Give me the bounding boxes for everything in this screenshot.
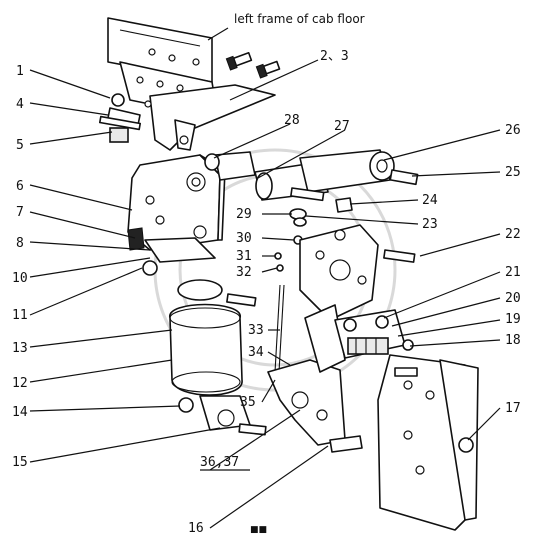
leader-lines — [29, 27, 501, 529]
callout-12: 12 — [12, 376, 28, 391]
callout-22: 22 — [505, 227, 521, 242]
callout-15: 15 — [12, 455, 28, 470]
callout-1: 1 — [16, 64, 24, 79]
callout-21: 21 — [505, 265, 521, 280]
callout-23: 23 — [422, 217, 438, 232]
cab-floor-frame-caption: left frame of cab floor — [234, 12, 365, 26]
lower-frame-bracket — [329, 354, 479, 531]
bracket-bolts — [225, 51, 281, 79]
leveling-valve — [334, 309, 414, 359]
callout-14: 14 — [12, 405, 28, 420]
callout-34: 34 — [248, 345, 264, 360]
callout-24: 24 — [422, 193, 438, 208]
upper-support-bracket — [127, 154, 226, 263]
callout-30: 30 — [236, 231, 252, 246]
callout-33: 33 — [248, 323, 264, 338]
callout-10: 10 — [12, 271, 28, 286]
cab-floor-frame-bracket — [107, 17, 276, 151]
left-small-fasteners — [98, 93, 152, 143]
callout-16: 16 — [188, 521, 204, 536]
lower-linkage — [267, 284, 346, 446]
callout-17: 17 — [505, 401, 521, 416]
air-spring — [142, 260, 267, 436]
callout-35: 35 — [240, 395, 256, 410]
small-nuts-washers — [274, 197, 353, 272]
upper-shock-absorber — [204, 149, 419, 202]
callout-29: 29 — [236, 207, 252, 222]
callout-28: 28 — [284, 113, 300, 128]
callout-36-37: 36,37 — [200, 455, 239, 470]
callout-13: 13 — [12, 341, 28, 356]
callout-20: 20 — [505, 291, 521, 306]
callout-6: 6 — [16, 179, 24, 194]
callout-8: 8 — [16, 236, 24, 251]
callout-7: 7 — [16, 205, 24, 220]
callout-32: 32 — [236, 265, 252, 280]
callout-25: 25 — [505, 165, 521, 180]
callout-numbers: 1 2、3 4 5 6 7 8 10 11 13 12 14 15 16 17 … — [12, 49, 521, 536]
callout-19: 19 — [505, 312, 521, 327]
callout-11: 11 — [12, 308, 28, 323]
callout-26: 26 — [505, 123, 521, 138]
callout-18: 18 — [505, 333, 521, 348]
callout-5: 5 — [16, 138, 24, 153]
callout-2-3: 2、3 — [320, 49, 349, 64]
callout-4: 4 — [16, 97, 24, 112]
callout-27: 27 — [334, 119, 350, 134]
central-mounting-plate — [299, 224, 416, 321]
callout-31: 31 — [236, 249, 252, 264]
corner-stamp: ■■ — [250, 525, 267, 535]
